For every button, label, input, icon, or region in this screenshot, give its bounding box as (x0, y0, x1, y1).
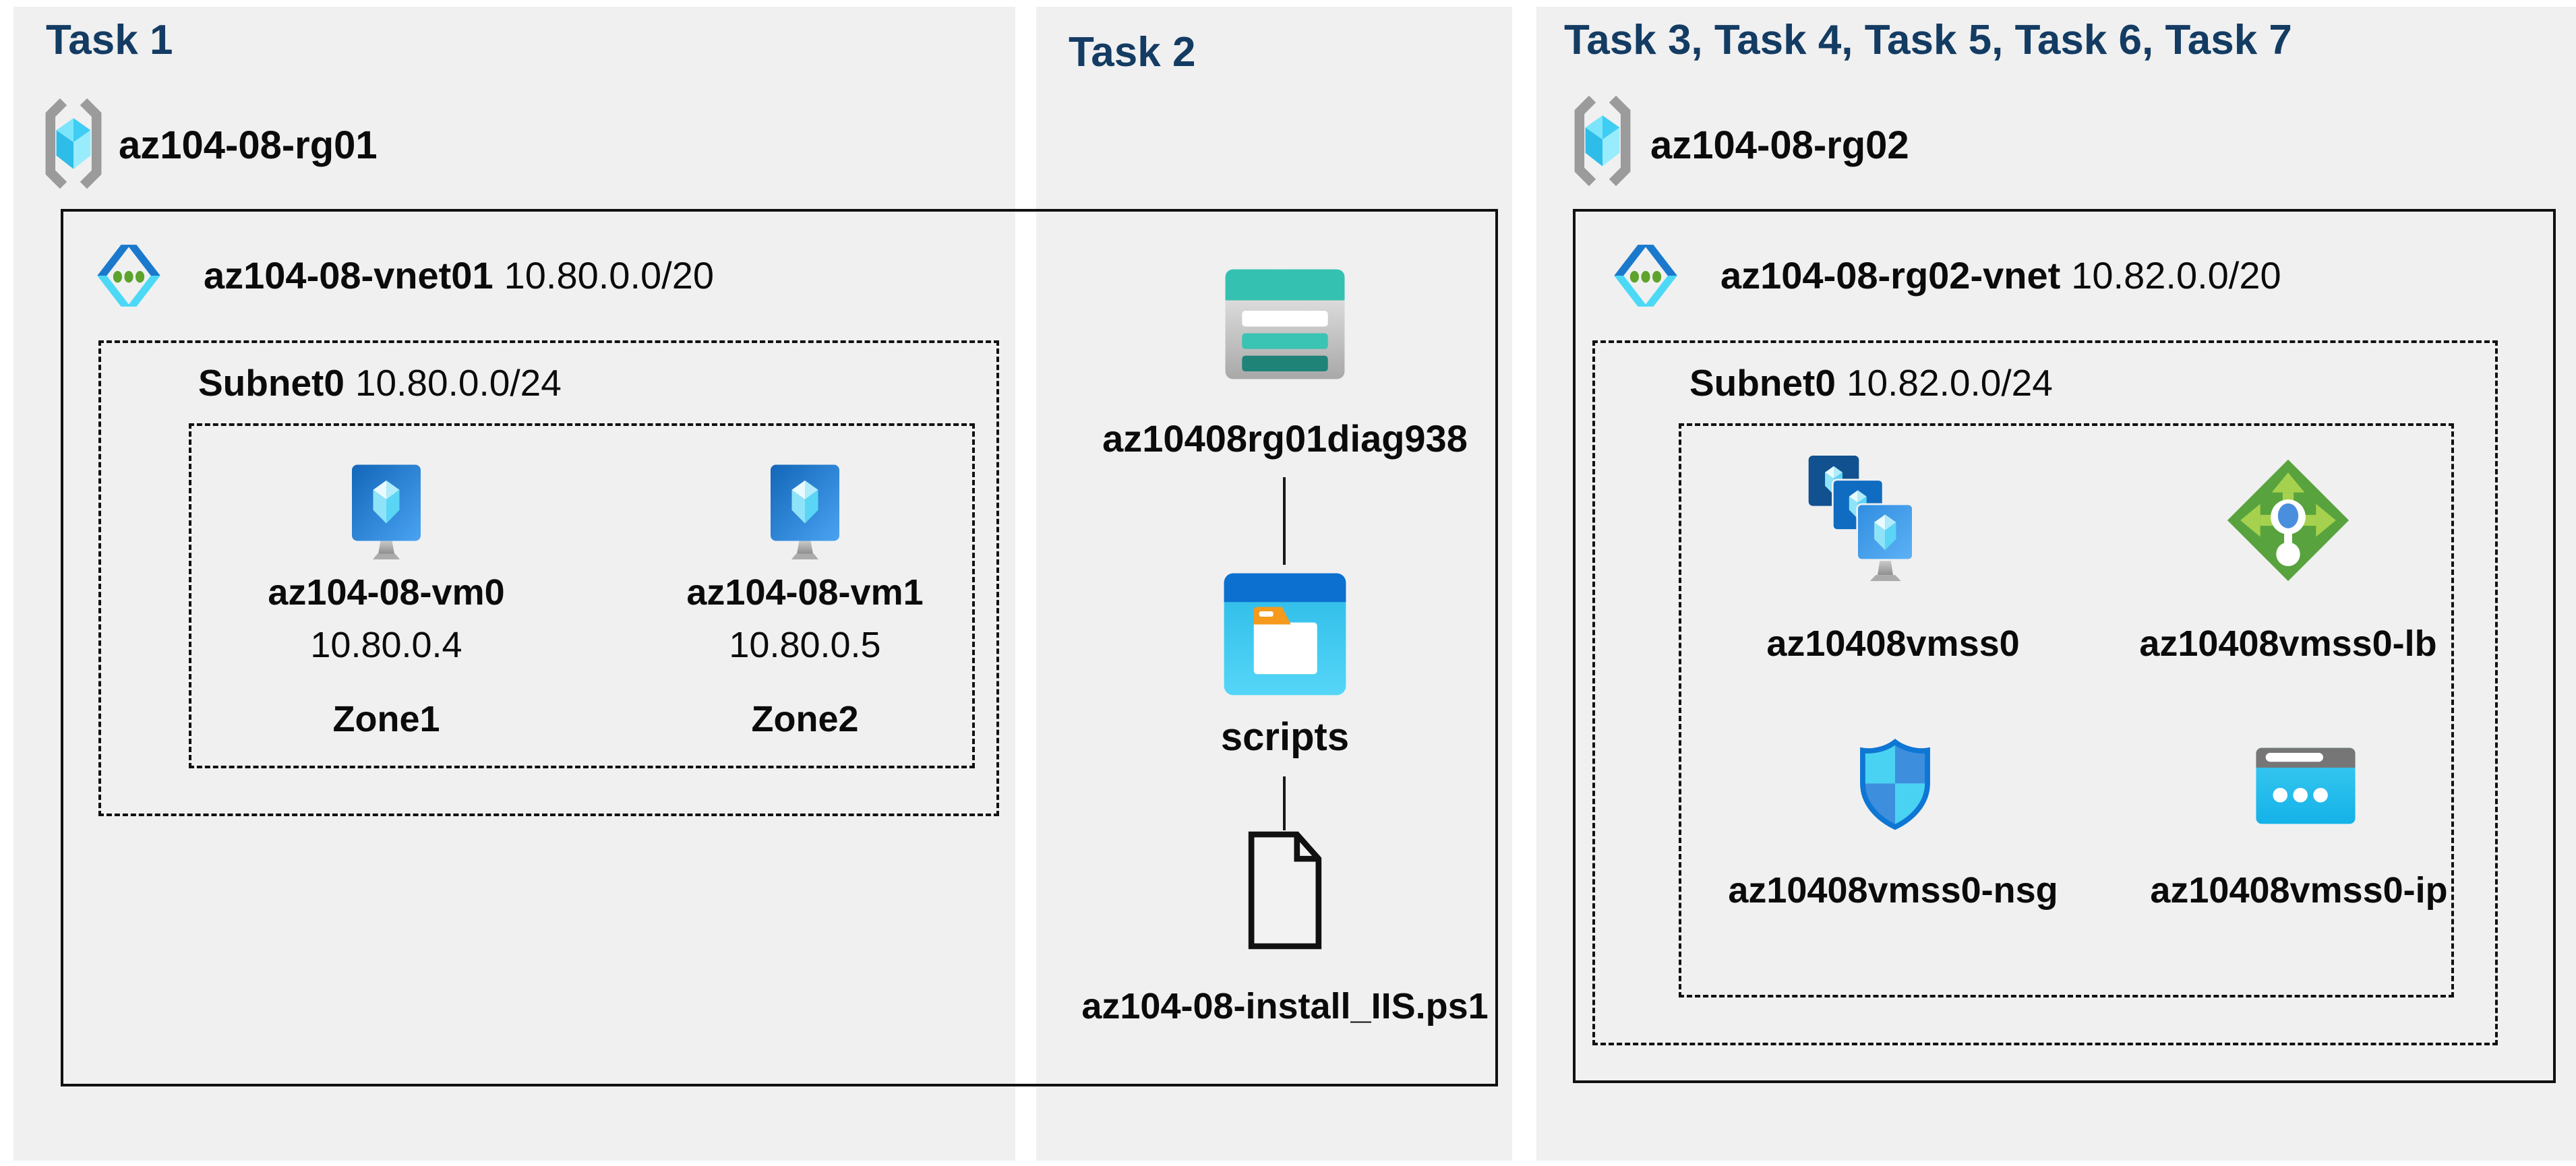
subnet-name: Subnet0 (198, 362, 345, 404)
container-name: scripts (1220, 715, 1350, 759)
vm-scale-set-icon (1807, 453, 1915, 599)
subnet0-dashed-box (98, 340, 999, 816)
subnet-cidr: 10.82.0.0/24 (1846, 362, 2053, 404)
subnet-name: Subnet0 (1689, 362, 1836, 404)
virtual-network-icon (1611, 237, 1680, 314)
script-file-icon (1243, 830, 1327, 950)
vm-ip: 10.80.0.5 (729, 625, 881, 665)
subnet-cidr: 10.80.0.0/24 (355, 362, 562, 404)
vm-name: az104-08-vm1 (686, 572, 924, 613)
blob-container-icon (1222, 569, 1348, 700)
vm-zone: Zone1 (332, 699, 440, 739)
vnet-label: az104-08-vnet01 10.80.0.0/20 (204, 255, 714, 297)
resource-group-icon (42, 93, 105, 194)
storage-account-icon (1223, 267, 1347, 381)
connector-line (1283, 477, 1286, 565)
vm-name: az104-08-vm0 (268, 572, 505, 613)
script-file-name: az104-08-install_IIS.ps1 (1081, 986, 1489, 1026)
load-balancer-name: az10408vmss0-lb (2139, 623, 2437, 664)
vmss-name: az10408vmss0 (1766, 623, 2020, 664)
resource-group-name: az104-08-rg02 (1650, 123, 1909, 167)
vm-zone-dashed-box (189, 423, 975, 768)
vnet-cidr: 10.82.0.0/20 (2071, 254, 2281, 297)
task3-title: Task 3, Task 4, Task 5, Task 6, Task 7 (1564, 17, 2292, 63)
panel-task3 (1536, 7, 2576, 1161)
vm-ip: 10.80.0.4 (310, 625, 462, 665)
nsg-name: az10408vmss0-nsg (1728, 870, 2058, 911)
resource-group-name: az104-08-rg01 (119, 123, 378, 167)
task2-title: Task 2 (1069, 29, 1196, 75)
public-ip-icon (2254, 745, 2357, 826)
public-ip-name: az10408vmss0-ip (2150, 870, 2448, 911)
virtual-machine-icon (768, 462, 842, 565)
subnet0-dashed-box (1592, 340, 2498, 1045)
vnet-cidr: 10.80.0.0/20 (504, 254, 714, 297)
vm-zone: Zone2 (751, 699, 859, 739)
task1-title: Task 1 (46, 17, 173, 63)
rg01-boundary-box (61, 209, 1498, 1086)
virtual-network-icon (94, 237, 163, 314)
vnet-name: az104-08-vnet01 (204, 254, 493, 297)
load-balancer-icon (2223, 456, 2353, 585)
network-security-group-icon (1853, 737, 1937, 832)
resource-group-icon (1571, 90, 1634, 191)
virtual-machine-icon (349, 462, 423, 565)
panel-task1 (13, 7, 1015, 1161)
rg02-boundary-box (1573, 209, 2556, 1083)
vnet-name: az104-08-rg02-vnet (1720, 254, 2061, 297)
connector-line (1283, 776, 1286, 830)
storage-account-name: az10408rg01diag938 (1102, 417, 1468, 460)
vmss-dashed-box (1679, 423, 2454, 998)
